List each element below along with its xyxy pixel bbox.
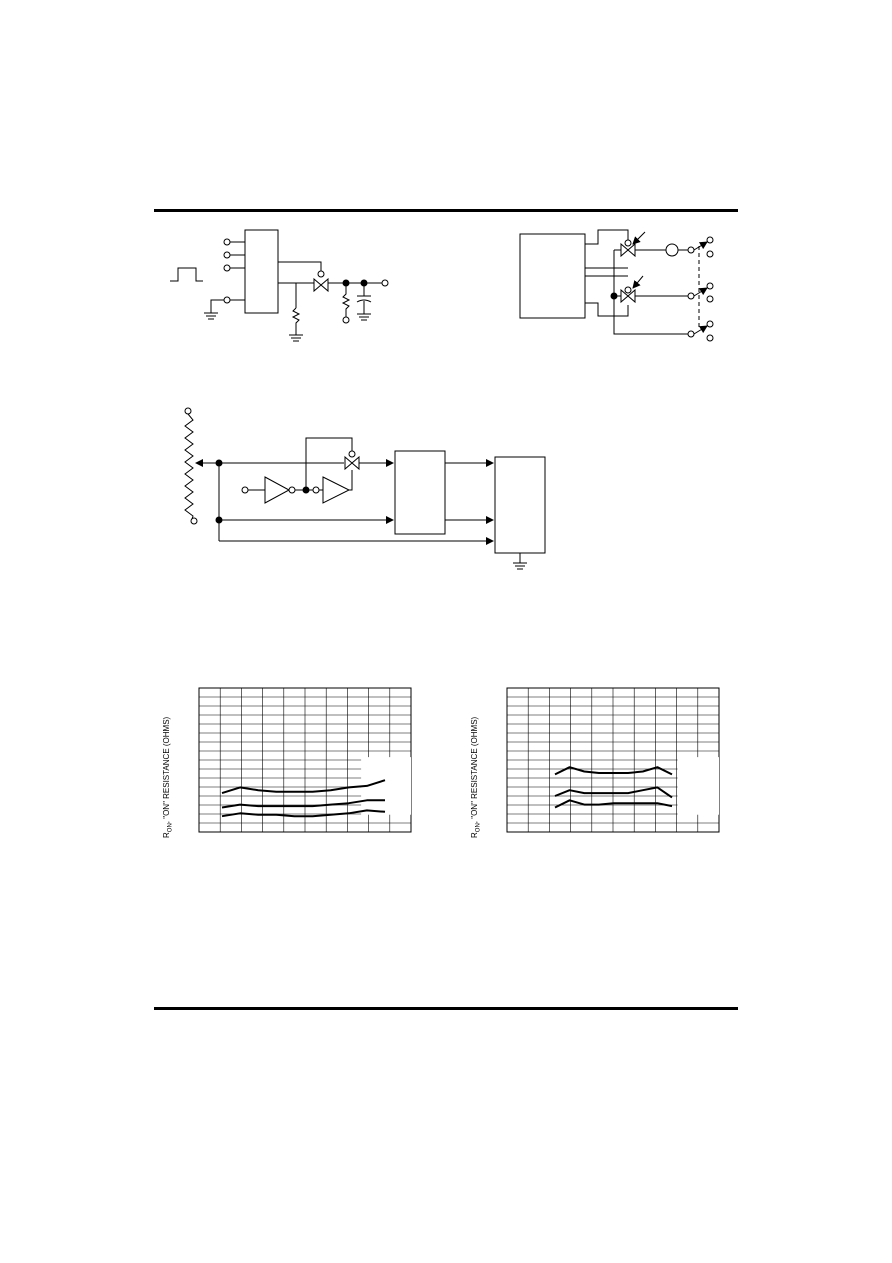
potentiometer	[184, 413, 194, 520]
input-pins	[223, 238, 245, 304]
schematic-buffered-potentiometer	[184, 407, 546, 570]
transmission-gate-1	[296, 270, 329, 293]
output-buffer	[322, 476, 351, 504]
y-label-subscript: ON	[475, 823, 482, 833]
ron-chart-left	[198, 687, 412, 833]
y-label-symbol: R	[470, 832, 479, 838]
indicator-lamp	[665, 243, 679, 257]
ic-block	[244, 229, 279, 314]
series-line-0	[221, 779, 386, 795]
capacitor-hold	[356, 283, 372, 321]
series-line-0	[554, 766, 673, 776]
pulse-waveform	[170, 267, 203, 282]
series-line-2	[221, 809, 386, 818]
schematic-sample-hold	[170, 229, 389, 342]
y-label-symbol: R	[162, 832, 171, 838]
resistor-load	[341, 283, 351, 324]
resistor-pulldown	[289, 307, 303, 342]
block-b	[494, 456, 546, 554]
y-label-subscript: ON	[167, 823, 174, 833]
ron-chart-right-y-axis-label: RON, "ON" RESISTANCE (OHMS)	[470, 717, 482, 838]
y-label-text: , "ON" RESISTANCE (OHMS)	[162, 716, 171, 824]
series-line-2	[554, 799, 673, 809]
annotation-mask	[677, 757, 719, 815]
schematic-switch-driver	[519, 229, 714, 342]
transmission-gate-4	[344, 450, 360, 471]
ron-chart-left-y-axis-label: RON, "ON" RESISTANCE (OHMS)	[162, 717, 174, 838]
bottom-rule	[154, 1007, 738, 1010]
ic-block-2	[519, 233, 586, 319]
series-line-1	[221, 799, 385, 809]
top-rule	[154, 209, 738, 212]
ron-chart-right	[506, 687, 720, 833]
transmission-gate-2	[613, 239, 636, 296]
inverter-buffer	[264, 476, 291, 504]
y-label-text: , "ON" RESISTANCE (OHMS)	[470, 716, 479, 824]
block-a	[394, 450, 446, 535]
ground-left	[204, 299, 224, 320]
relay-contacts	[693, 236, 714, 342]
series-line-1	[554, 786, 673, 799]
